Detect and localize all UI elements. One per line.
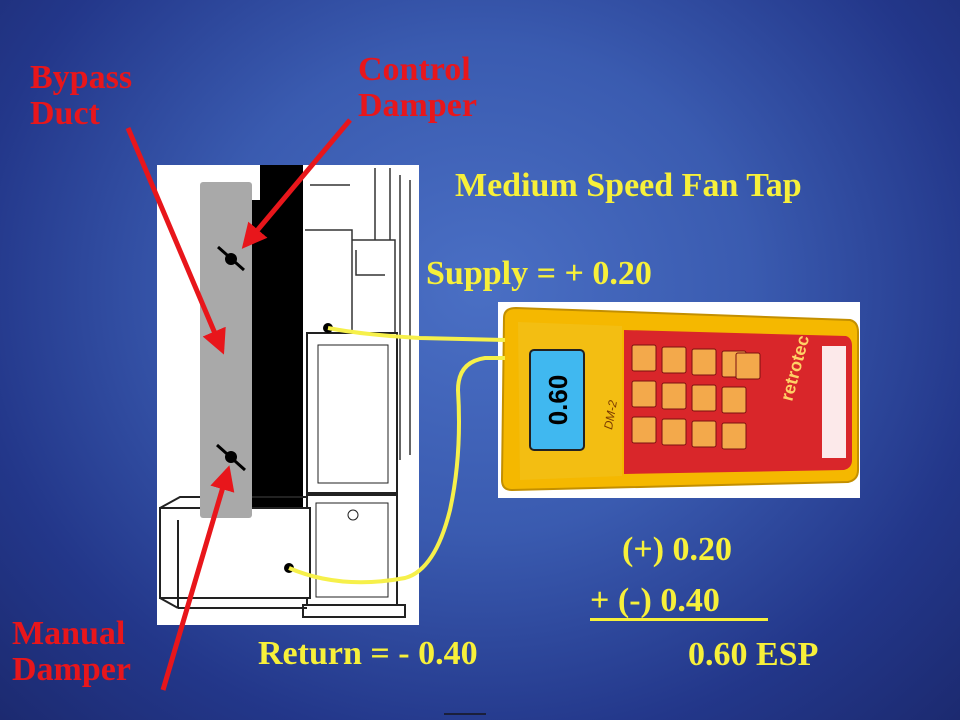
meter-screen	[529, 349, 585, 451]
control-damper	[217, 245, 245, 272]
return-pressure-label: Return = - 0.40	[258, 635, 478, 672]
slide-footer-mark	[444, 713, 486, 715]
calc-result: 0.60 ESP	[688, 636, 819, 673]
control-damper-label: Control Damper	[358, 52, 477, 123]
manual-damper-label: Manual Damper	[12, 616, 131, 687]
supply-tubing	[327, 326, 506, 342]
bypass-duct-label: Bypass Duct	[30, 60, 132, 131]
meter-keypad	[631, 344, 761, 450]
manual-damper-arrow	[160, 465, 235, 691]
furnace-cabinet	[302, 332, 406, 618]
calc-sum-line	[590, 618, 768, 621]
bypass-duct-arrow	[125, 127, 226, 355]
meter-model: DM-2	[601, 399, 620, 431]
manual-damper	[216, 443, 246, 472]
fan-tap-label: Medium Speed Fan Tap	[455, 167, 802, 204]
bypass-duct-label-line2: Duct	[30, 94, 100, 132]
manometer: retrotec DM-2 0.60	[498, 302, 860, 498]
manual-damper-label-line2: Damper	[12, 650, 131, 688]
return-box	[159, 496, 311, 609]
calc-line-return: + (-) 0.40	[590, 582, 720, 619]
furnace-illustration	[157, 165, 419, 625]
meter-label-sticker	[822, 346, 846, 458]
control-damper-arrow	[241, 118, 352, 249]
return-tubing	[288, 356, 505, 585]
supply-pressure-label: Supply = + 0.20	[426, 255, 652, 292]
calc-line-supply: (+) 0.20	[622, 531, 733, 568]
control-damper-label-line1: Control	[358, 51, 471, 88]
bypass-duct-label-line1: Bypass	[30, 59, 133, 96]
manual-damper-label-line1: Manual	[12, 615, 126, 652]
control-damper-label-line2: Damper	[358, 86, 477, 124]
meter-display-value: 0.60	[543, 375, 573, 426]
